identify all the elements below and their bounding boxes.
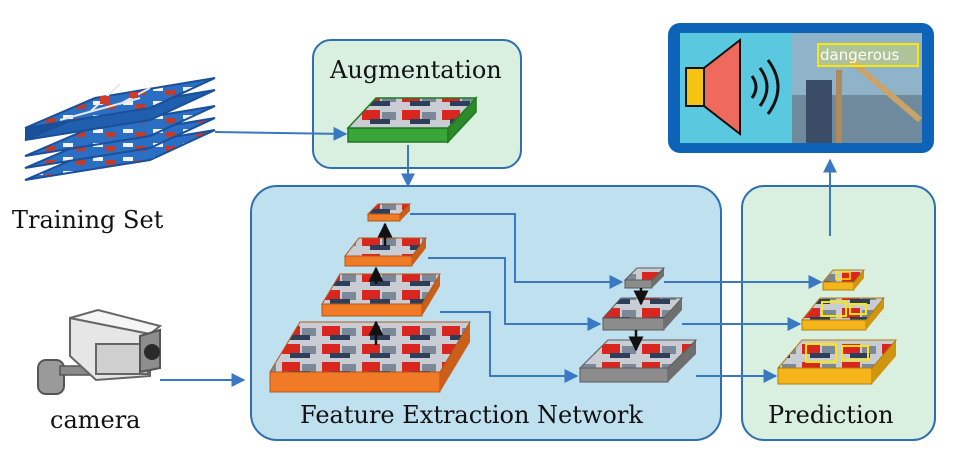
feature-extraction-label: Feature Extraction Network xyxy=(300,401,643,429)
prediction-head-medium xyxy=(800,297,886,331)
training-set-label: Training Set xyxy=(12,206,164,234)
security-camera-icon xyxy=(37,308,163,395)
alert-output: dangerous xyxy=(668,23,934,153)
prediction-label: Prediction xyxy=(768,401,894,429)
flow-arrows xyxy=(160,126,837,387)
backbone-level-4 xyxy=(366,203,412,222)
neck-level-1 xyxy=(578,339,698,383)
neck-level-2 xyxy=(601,297,684,331)
augmented-image-block xyxy=(346,96,478,144)
neck-level-3 xyxy=(623,267,666,289)
prediction-head-small xyxy=(821,269,866,291)
augmentation-label: Augmentation xyxy=(329,56,502,84)
prediction-head-large xyxy=(776,339,898,385)
camera-label: camera xyxy=(50,406,141,434)
speaker-sound-icon xyxy=(685,37,780,137)
backbone-level-2 xyxy=(321,273,441,317)
alert-tag: dangerous xyxy=(820,46,899,64)
neck-down-arrows xyxy=(628,288,649,352)
backbone-level-3 xyxy=(343,237,428,267)
image-stack-icon xyxy=(24,77,216,181)
backbone-level-1 xyxy=(269,321,471,393)
backbone-up-arrows xyxy=(368,222,393,345)
